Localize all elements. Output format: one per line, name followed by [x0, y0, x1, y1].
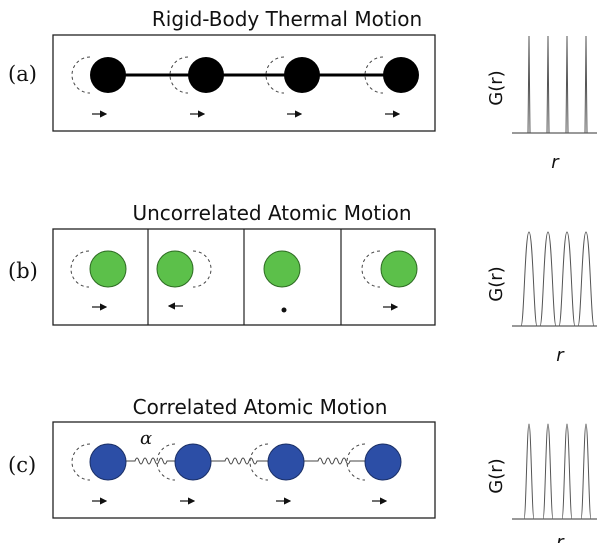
dot-icon [281, 307, 287, 313]
panel-c-label: (c) [8, 453, 36, 477]
plot-b-peaks [520, 231, 595, 327]
panel-c-frame [52, 421, 436, 519]
panel-b: Uncorrelated Atomic Motion (b) G(r) [8, 201, 597, 366]
panel-a-frame [52, 34, 436, 132]
spring-1 [126, 457, 175, 465]
spring-3 [304, 457, 365, 465]
spring-constant-label: α [140, 428, 152, 449]
panel-c-title: Correlated Atomic Motion [133, 395, 388, 419]
atom-a4 [364, 56, 419, 94]
atom-c3 [249, 443, 305, 481]
atom-a2 [169, 56, 224, 94]
panel-b-title: Uncorrelated Atomic Motion [132, 201, 411, 225]
panel-c: Correlated Atomic Motion (c) α [8, 395, 597, 543]
plot-c-xlabel: r [556, 532, 565, 543]
panel-a: Rigid-Body Thermal Motion (a) G(r) [8, 7, 597, 173]
plot-a-ylabel: G(r) [486, 70, 507, 105]
atom-b4 [361, 250, 418, 288]
atom-a1 [71, 56, 126, 94]
atom-b3 [263, 250, 301, 288]
plot-a-peaks [527, 35, 588, 134]
atom-c2 [156, 443, 212, 481]
atom-a3 [265, 56, 320, 94]
plot-c: G(r) r [486, 423, 597, 543]
atom-b2 [156, 250, 212, 288]
plot-c-peaks [523, 423, 592, 520]
panel-a-title: Rigid-Body Thermal Motion [152, 7, 422, 31]
plot-a-xlabel: r [551, 152, 560, 173]
spring-2 [210, 457, 268, 465]
plot-c-ylabel: G(r) [486, 458, 507, 493]
plot-b-ylabel: G(r) [486, 266, 507, 301]
panel-a-label: (a) [8, 62, 37, 86]
plot-b-xlabel: r [556, 345, 565, 366]
atom-c4 [346, 443, 402, 481]
atom-c1 [71, 443, 127, 481]
plot-b: G(r) r [486, 231, 597, 366]
plot-a: G(r) r [486, 35, 597, 173]
atom-b1 [70, 250, 127, 288]
panel-b-label: (b) [8, 259, 38, 283]
